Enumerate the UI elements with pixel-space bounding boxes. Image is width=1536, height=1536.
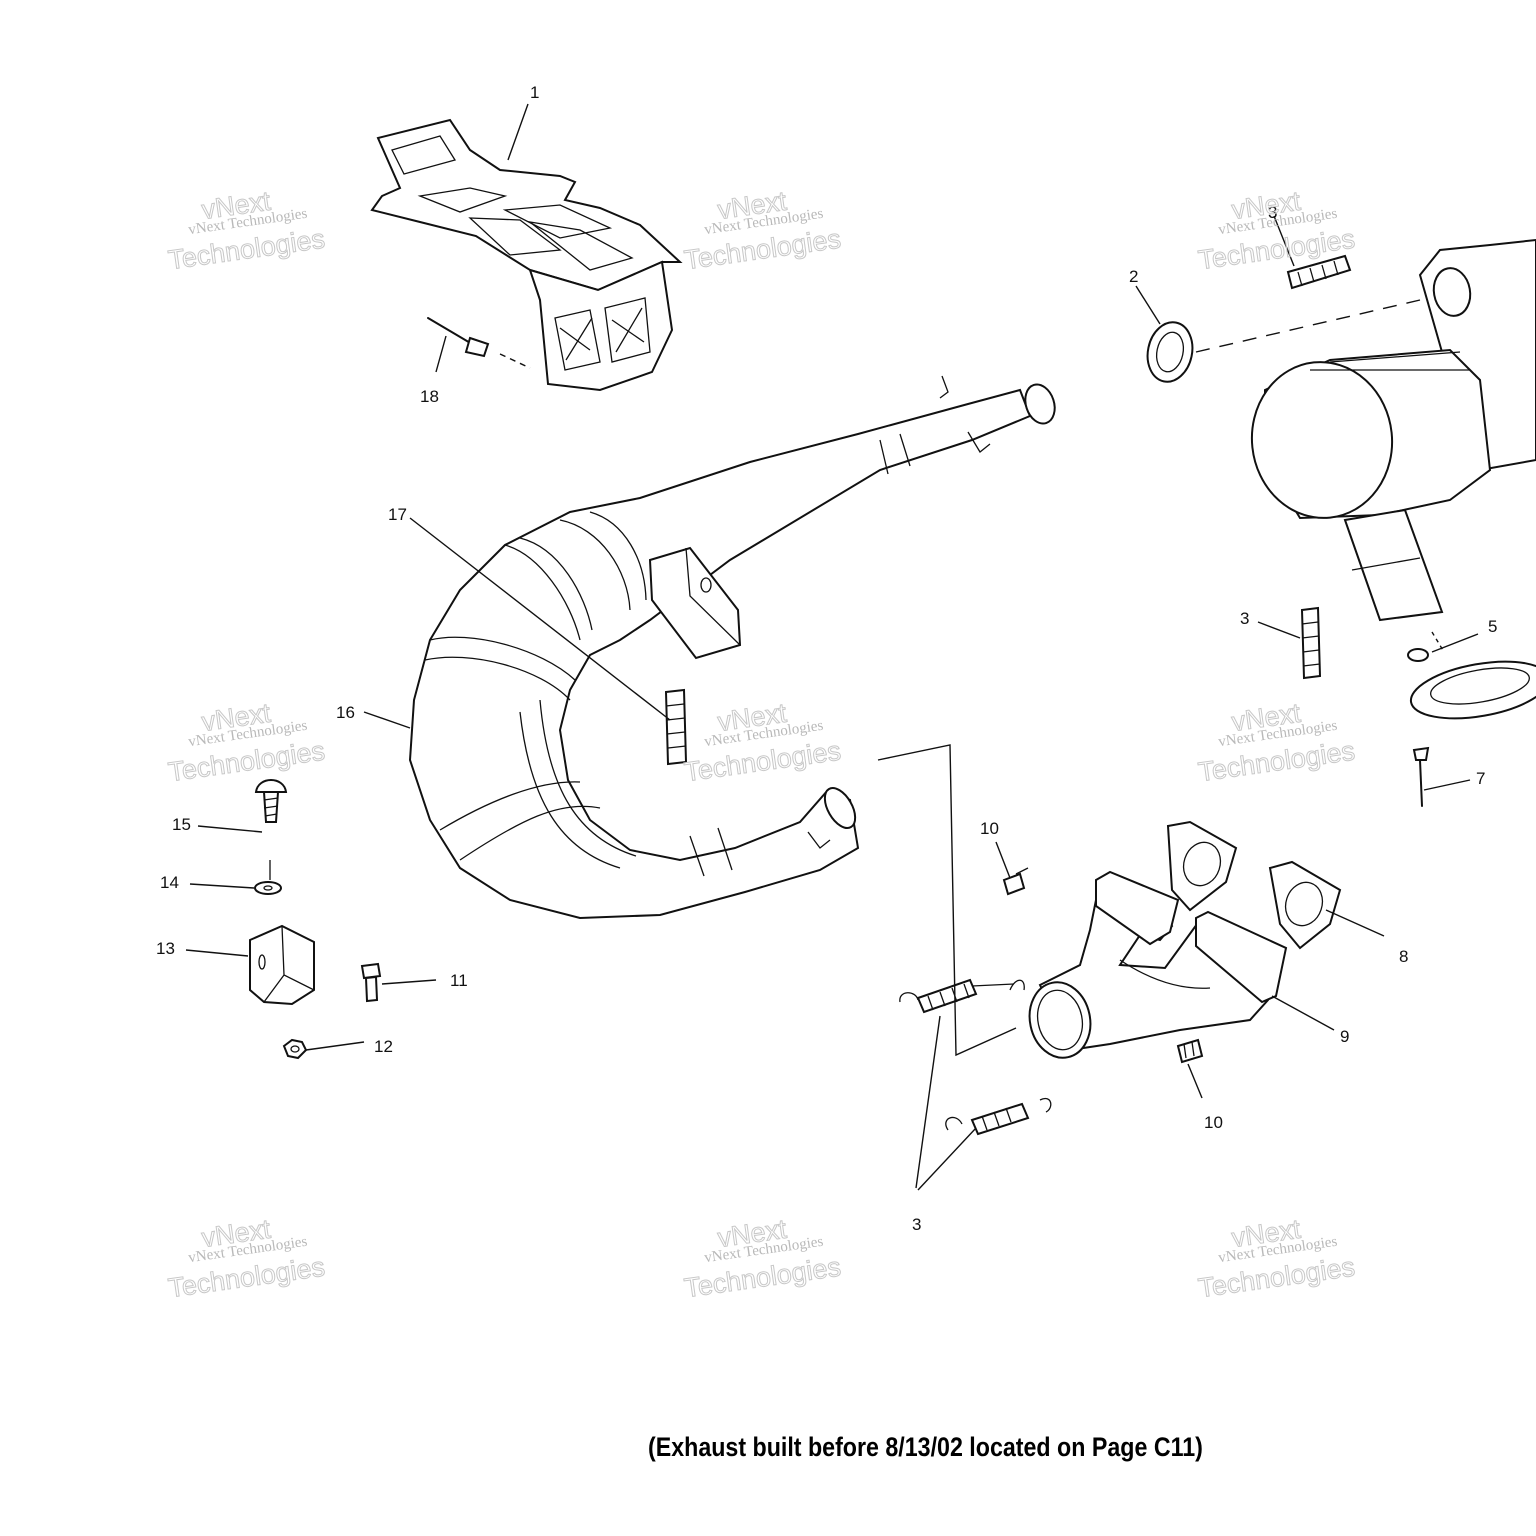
part-17-spring	[664, 688, 688, 766]
assembly-indicator-lines	[877, 744, 1017, 1057]
watermark-top-center: vNext vNext Technologies Technologies	[682, 185, 843, 276]
callout-18: 18	[420, 387, 439, 406]
callout-16: 16	[336, 703, 355, 722]
watermark-bottom-left: vNext vNext Technologies Technologies	[166, 1213, 327, 1304]
diagram-caption: (Exhaust built before 8/13/02 located on…	[648, 1432, 1203, 1462]
part-9-exhaust-manifold	[1028, 870, 1288, 1059]
watermark-mid-center: vNext vNext Technologies Technologies	[682, 697, 843, 788]
part-10-stud-bottom	[1176, 1038, 1204, 1064]
watermark-bottom-center: vNext vNext Technologies Technologies	[682, 1213, 843, 1304]
callout-7: 7	[1476, 769, 1485, 788]
leader-lines	[185, 103, 1479, 1191]
callout-2: 2	[1129, 267, 1138, 286]
part-3-spring-bottom-a	[899, 978, 1025, 1014]
callout-labels: 1 2 3 3 3 5 7 8 9 10 10 11 12 13 14 15 1…	[156, 83, 1497, 1234]
callout-3-top: 3	[1268, 203, 1277, 222]
watermark-top-left: vNext vNext Technologies Technologies	[166, 185, 327, 276]
callout-14: 14	[160, 873, 179, 892]
callout-12: 12	[374, 1037, 393, 1056]
part-3-spring-top	[1286, 254, 1352, 290]
callout-17: 17	[388, 505, 407, 524]
callout-5: 5	[1488, 617, 1497, 636]
part-5-washer	[1407, 631, 1445, 662]
pipe-mount-tab	[648, 546, 742, 660]
part-14-washer	[254, 860, 282, 895]
callout-8: 8	[1399, 947, 1408, 966]
callout-15: 15	[172, 815, 191, 834]
callout-9: 9	[1340, 1027, 1349, 1046]
part-12-nut	[282, 1038, 308, 1060]
part-18-rivet	[427, 317, 531, 369]
part-11-bolt	[360, 962, 382, 1003]
callout-3-bottom: 3	[912, 1215, 921, 1234]
callout-10-bottom: 10	[1204, 1113, 1223, 1132]
callout-1: 1	[530, 83, 539, 102]
watermark-mid-left: vNext vNext Technologies Technologies	[166, 697, 327, 788]
part-1-bracket-plate	[370, 118, 683, 392]
silencer-grommet	[1409, 660, 1536, 720]
part-8-flange-gasket-b	[1268, 860, 1342, 950]
part-2-ring-gasket	[1146, 299, 1421, 383]
watermark-bottom-right: vNext vNext Technologies Technologies	[1196, 1213, 1357, 1304]
part-3-spring-bottom-b	[945, 1097, 1052, 1136]
part-8-flange-gasket-a	[1166, 820, 1238, 912]
callout-11: 11	[450, 971, 468, 990]
callout-3-right: 3	[1240, 609, 1249, 628]
part-3-spring-right	[1300, 606, 1322, 680]
part-15-screw	[254, 779, 288, 823]
watermark-mid-right: vNext vNext Technologies Technologies	[1196, 697, 1357, 788]
callout-13: 13	[156, 939, 175, 958]
part-13-bracket	[249, 924, 315, 1006]
part-16-expansion-chamber	[408, 375, 1056, 920]
part-7-rivet	[1412, 746, 1430, 807]
callout-10-top: 10	[980, 819, 999, 838]
silencer-muffler	[1250, 238, 1536, 622]
part-10-stud-top	[1002, 867, 1029, 896]
